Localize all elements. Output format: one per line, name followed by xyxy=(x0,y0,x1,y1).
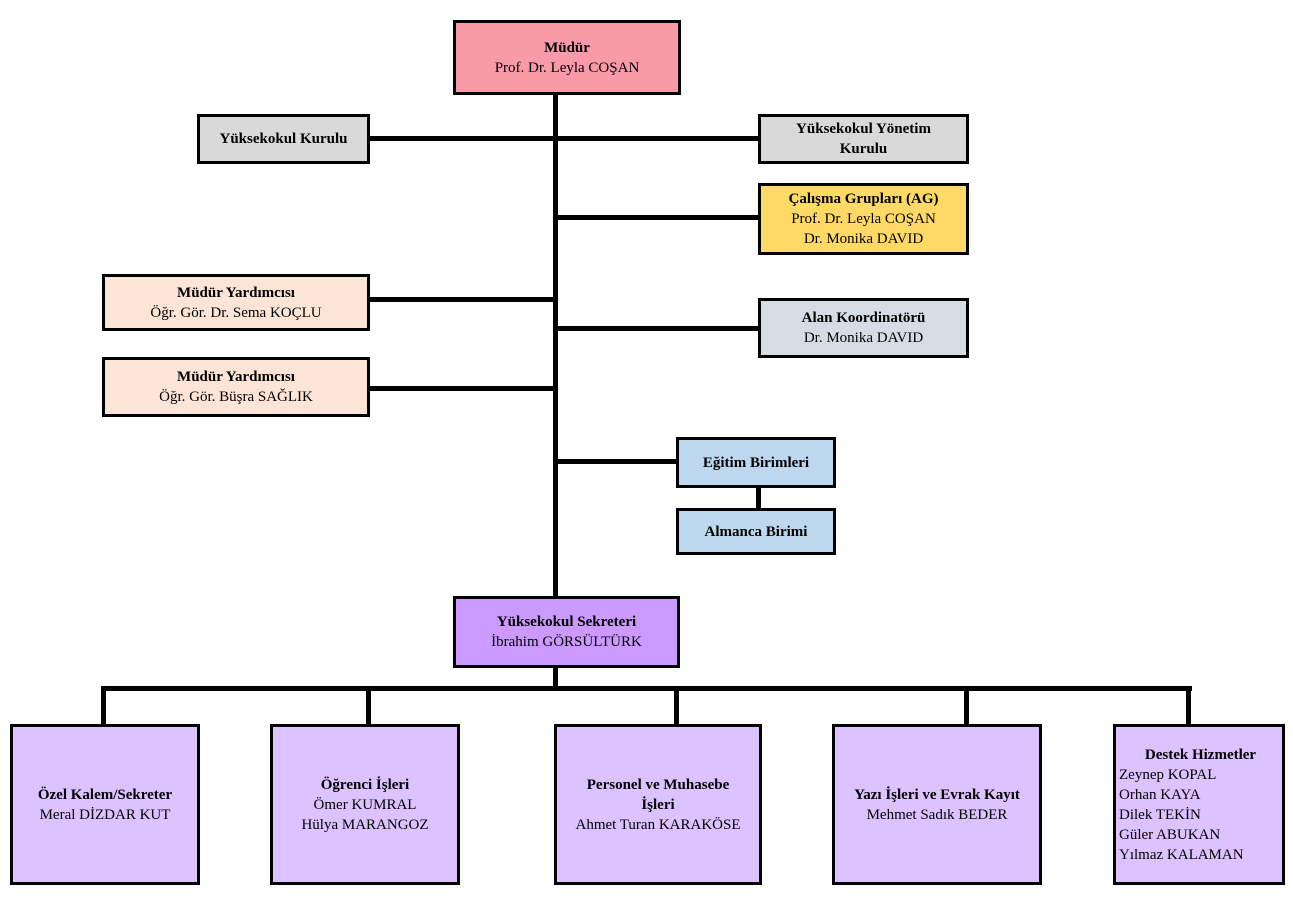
ozel-kalem-title: Özel Kalem/Sekreter xyxy=(37,786,173,803)
mudur-yardimcisi-2-box: Müdür Yardımcısı Öğr. Gör. Büşra SAĞLIK xyxy=(102,357,370,417)
connector-alan-koordinatoru xyxy=(553,326,761,331)
destek-member: Zeynep KOPAL xyxy=(1119,766,1217,783)
connector-mudur-yardimcisi-1 xyxy=(368,297,558,302)
connector-yonetim-kurulu xyxy=(553,136,761,141)
mudur-yardimcisi-1-name: Öğr. Gör. Dr. Sema KOÇLU xyxy=(150,304,322,321)
sekreter-title: Yüksekokul Sekreteri xyxy=(496,614,637,630)
calisma-gruplari-member: Dr. Monika DAVID xyxy=(803,231,924,247)
connector-mudur-yardimcisi-2 xyxy=(368,386,558,391)
mudur-yardimcisi-2-name: Öğr. Gör. Büşra SAĞLIK xyxy=(159,389,313,405)
mudur-yardimcisi-1-box: Müdür Yardımcısı Öğr. Gör. Dr. Sema KOÇL… xyxy=(102,274,370,331)
sekreter-box: Yüksekokul Sekreteri İbrahim GÖRSÜLTÜRK xyxy=(453,596,680,668)
yonetim-kurulu-box: Yüksekokul Yönetim Kurulu xyxy=(758,114,969,164)
ogrenci-isleri-title: Öğrenci İşleri xyxy=(320,776,410,793)
almanca-birimi-box: Almanca Birimi xyxy=(676,508,836,555)
connector-sekreter-down xyxy=(553,666,558,690)
personel-box: Personel ve Muhasebe İşleri Ahmet Turan … xyxy=(554,724,762,885)
connector-yuksekokul-kurulu xyxy=(368,136,558,141)
alan-koordinatoru-box: Alan Koordinatörü Dr. Monika DAVID xyxy=(758,298,969,358)
yazi-isleri-name: Mehmet Sadık BEDER xyxy=(866,806,1008,823)
mudur-yardimcisi-2-title: Müdür Yardımcısı xyxy=(177,369,295,385)
personel-title: Personel ve Muhasebe İşleri xyxy=(586,776,730,813)
mudur-yardimcisi-1-title: Müdür Yardımcısı xyxy=(177,284,295,301)
destek-box: Destek Hizmetler Zeynep KOPAL Orhan KAYA… xyxy=(1113,724,1285,885)
mudur-box: Müdür Prof. Dr. Leyla COŞAN xyxy=(453,20,681,95)
almanca-birimi-title: Almanca Birimi xyxy=(704,523,808,540)
ogrenci-isleri-box: Öğrenci İşleri Ömer KUMRAL Hülya MARANGO… xyxy=(270,724,460,885)
drop-destek xyxy=(1186,686,1191,726)
destek-member: Güler ABUKAN xyxy=(1119,826,1221,843)
yuksekokul-kurulu-box: Yüksekokul Kurulu xyxy=(197,114,370,164)
mudur-name: Prof. Dr. Leyla COŞAN xyxy=(494,59,640,76)
trunk-line xyxy=(553,92,558,598)
egitim-birimleri-box: Eğitim Birimleri xyxy=(676,437,836,488)
yuksekokul-kurulu-title: Yüksekokul Kurulu xyxy=(219,131,348,147)
mudur-title: Müdür xyxy=(544,39,590,56)
destek-title: Destek Hizmetler xyxy=(1144,746,1257,763)
calisma-gruplari-member: Prof. Dr. Leyla COŞAN xyxy=(791,211,936,227)
yazi-isleri-title: Yazı İşleri ve Evrak Kayıt xyxy=(854,786,1020,803)
alan-koordinatoru-title: Alan Koordinatörü xyxy=(801,310,926,326)
destek-member: Yılmaz KALAMAN xyxy=(1119,846,1244,863)
egitim-birimleri-title: Eğitim Birimleri xyxy=(702,454,810,471)
ozel-kalem-box: Özel Kalem/Sekreter Meral DİZDAR KUT xyxy=(10,724,200,885)
destek-member: Dilek TEKİN xyxy=(1119,806,1201,823)
destek-member: Orhan KAYA xyxy=(1119,786,1201,803)
ogrenci-isleri-member: Ömer KUMRAL xyxy=(313,796,417,813)
connector-calisma-gruplari xyxy=(553,215,761,220)
connector-almanca-birimi xyxy=(756,486,761,511)
personel-name: Ahmet Turan KARAKÖSE xyxy=(575,816,741,833)
drop-personel xyxy=(674,686,679,726)
calisma-gruplari-box: Çalışma Grupları (AG) Prof. Dr. Leyla CO… xyxy=(758,183,969,255)
yonetim-kurulu-title: Yüksekokul Yönetim Kurulu xyxy=(796,121,931,157)
connector-egitim-birimleri xyxy=(553,459,679,464)
ozel-kalem-name: Meral DİZDAR KUT xyxy=(39,806,171,823)
bottom-bus-line xyxy=(101,686,1192,691)
yazi-isleri-box: Yazı İşleri ve Evrak Kayıt Mehmet Sadık … xyxy=(832,724,1042,885)
drop-ogrenci-isleri xyxy=(366,686,371,726)
alan-koordinatoru-name: Dr. Monika DAVID xyxy=(803,330,924,346)
sekreter-name: İbrahim GÖRSÜLTÜRK xyxy=(491,634,642,650)
drop-ozel-kalem xyxy=(101,686,106,726)
calisma-gruplari-title: Çalışma Grupları (AG) xyxy=(788,191,939,207)
ogrenci-isleri-member: Hülya MARANGOZ xyxy=(301,816,429,833)
drop-yazi-isleri xyxy=(964,686,969,726)
